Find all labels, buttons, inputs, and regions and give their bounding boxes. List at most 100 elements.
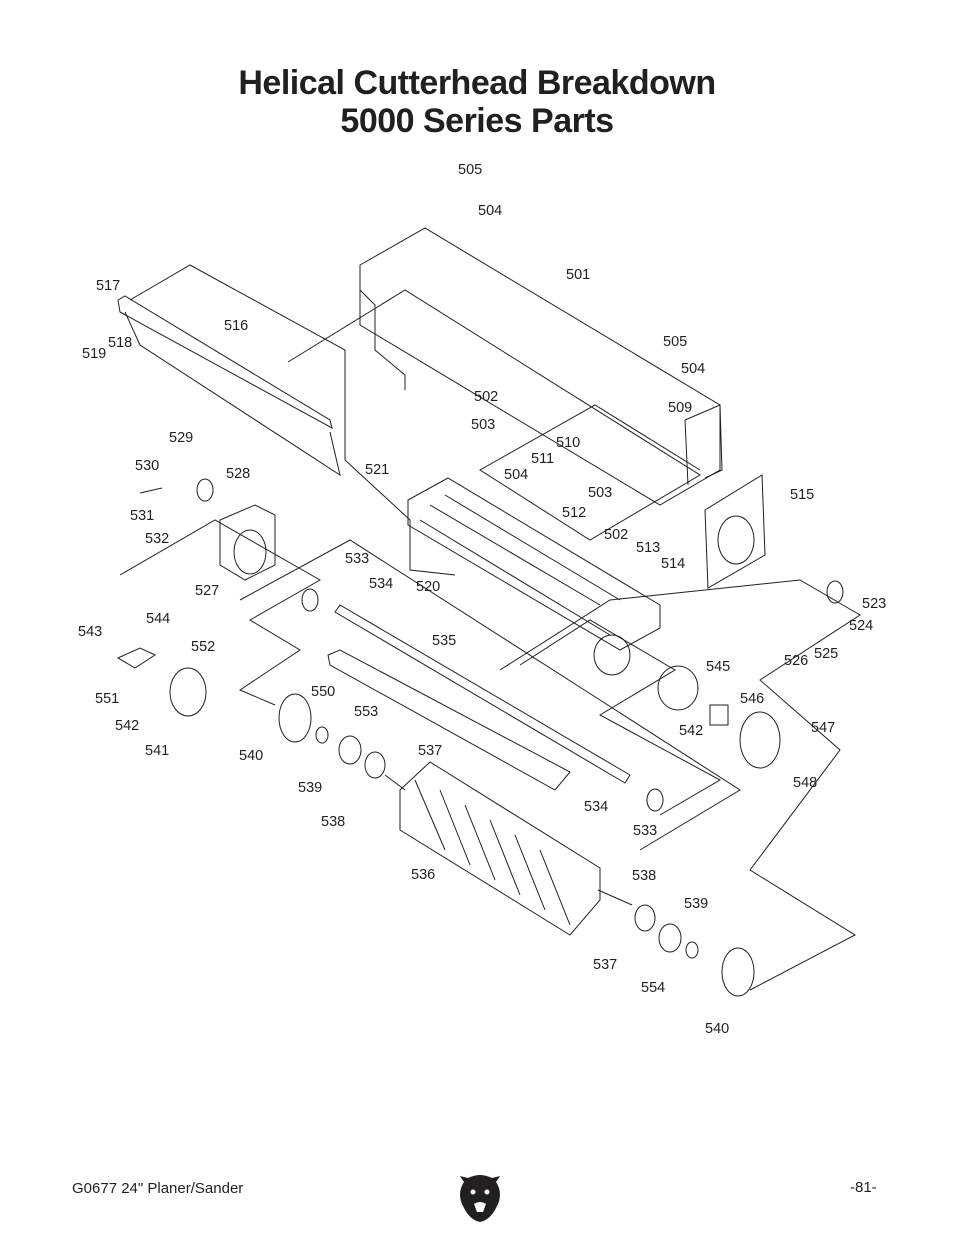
helical-cutterhead-flute xyxy=(414,779,571,926)
part-number-label: 545 xyxy=(706,659,730,675)
motor-bracket xyxy=(684,404,723,486)
drive-shaft xyxy=(334,604,631,784)
page-title-line2: 5000 Series Parts xyxy=(340,102,614,140)
part-number-label: 543 xyxy=(78,624,102,640)
part-number-label: 505 xyxy=(458,162,482,178)
lever-544 xyxy=(116,647,157,669)
bearing-539-left xyxy=(338,735,362,765)
assembly-guide-line xyxy=(239,539,741,851)
part-number-label: 513 xyxy=(636,540,660,556)
part-number-label: 540 xyxy=(705,1021,729,1037)
cutterhead-shaft-left xyxy=(384,774,406,791)
part-number-label: 546 xyxy=(740,691,764,707)
part-number-label: 553 xyxy=(354,704,378,720)
part-number-label: 542 xyxy=(679,723,703,739)
page-title-line1: Helical Cutterhead Breakdown xyxy=(238,64,716,102)
part-number-label: 533 xyxy=(345,551,369,567)
cover-plate-vent xyxy=(717,515,755,565)
part-number-label: 532 xyxy=(145,531,169,547)
circlip-537-left xyxy=(364,751,386,779)
bearing-block-left xyxy=(219,504,276,581)
bearing-block-bore xyxy=(233,529,267,575)
assembly-guide-line xyxy=(519,619,722,816)
cutterhead-frame-web xyxy=(419,494,621,636)
part-number-label: 525 xyxy=(814,646,838,662)
part-number-label: 504 xyxy=(504,467,528,483)
part-number-label: 505 xyxy=(663,334,687,350)
part-number-label: 521 xyxy=(365,462,389,478)
cutterhead-shaft-right xyxy=(597,889,633,906)
footer-page-number: -81- xyxy=(850,1179,877,1196)
part-number-label: 510 xyxy=(556,435,580,451)
bearing-524 xyxy=(826,580,844,604)
part-number-label: 554 xyxy=(641,980,665,996)
part-number-label: 502 xyxy=(474,389,498,405)
part-number-label: 518 xyxy=(108,335,132,351)
part-number-label: 517 xyxy=(96,278,120,294)
cover-plate xyxy=(704,474,766,589)
part-number-label: 515 xyxy=(790,487,814,503)
part-number-label: 550 xyxy=(311,684,335,700)
knob-530 xyxy=(196,478,214,502)
circlip-537-right xyxy=(634,904,656,932)
helical-cutterhead xyxy=(399,761,601,936)
bearing-553 xyxy=(315,726,329,744)
part-number-label: 514 xyxy=(661,556,685,572)
assembly-guide-line xyxy=(119,519,322,706)
diagram-drawing xyxy=(116,227,861,997)
part-number-label: 503 xyxy=(471,417,495,433)
grizzly-bear-head-icon xyxy=(460,1175,500,1222)
key-546 xyxy=(709,704,729,726)
part-number-label: 523 xyxy=(862,596,886,612)
bearing-block-right-bore xyxy=(593,634,631,676)
gear-540-right xyxy=(721,947,755,997)
part-number-label: 535 xyxy=(432,633,456,649)
part-number-label: 544 xyxy=(146,611,170,627)
pulley-547 xyxy=(739,711,781,769)
part-number-label: 502 xyxy=(604,527,628,543)
part-number-label: 533 xyxy=(633,823,657,839)
part-number-label: 536 xyxy=(411,867,435,883)
part-number-label: 537 xyxy=(418,743,442,759)
page-title: Helical Cutterhead Breakdown 5000 Series… xyxy=(0,64,954,140)
part-number-label: 540 xyxy=(239,748,263,764)
part-number-label: 547 xyxy=(811,720,835,736)
chip-deflector-panel xyxy=(124,311,341,477)
gear-533-right xyxy=(646,788,664,812)
part-number-label: 539 xyxy=(298,780,322,796)
part-number-label: 548 xyxy=(793,775,817,791)
bearing-539-right xyxy=(658,923,682,953)
part-number-label: 504 xyxy=(478,203,502,219)
part-number-label: 534 xyxy=(584,799,608,815)
part-number-label: 516 xyxy=(224,318,248,334)
part-number-label: 537 xyxy=(593,957,617,973)
blade-guard xyxy=(327,649,571,791)
part-number-label: 530 xyxy=(135,458,159,474)
part-number-label: 509 xyxy=(668,400,692,416)
part-number-label: 538 xyxy=(632,868,656,884)
part-number-label: 527 xyxy=(195,583,219,599)
part-number-label: 511 xyxy=(531,451,554,467)
cutterhead-top-rail xyxy=(359,227,721,506)
part-number-label: 504 xyxy=(681,361,705,377)
cutterhead-top-rail-edge xyxy=(359,289,406,390)
assembly-guide-line xyxy=(129,264,346,460)
part-number-label: 520 xyxy=(416,579,440,595)
part-number-label: 541 xyxy=(145,743,169,759)
part-number-label: 526 xyxy=(784,653,808,669)
part-number-label: 552 xyxy=(191,639,215,655)
spacer-554 xyxy=(685,941,699,959)
part-number-label: 524 xyxy=(849,618,873,634)
assembly-guide-line xyxy=(344,459,456,576)
part-number-label: 551 xyxy=(95,691,119,707)
part-number-label: 534 xyxy=(369,576,393,592)
assembly-guide-line xyxy=(287,289,701,541)
part-number-label: 501 xyxy=(566,267,590,283)
cutterhead-frame xyxy=(407,477,661,651)
part-number-label: 519 xyxy=(82,346,106,362)
part-number-label: 503 xyxy=(588,485,612,501)
part-number-label: 542 xyxy=(115,718,139,734)
disc-541 xyxy=(169,667,207,717)
